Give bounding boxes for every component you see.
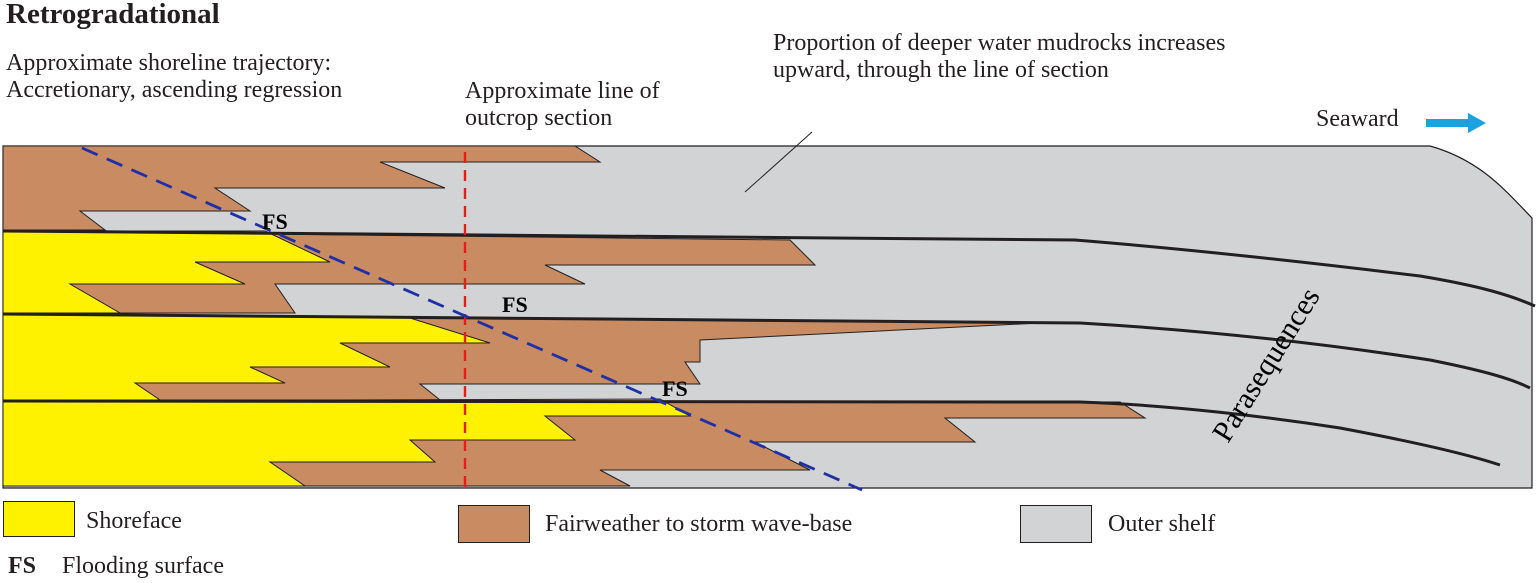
legend-label-outer-shelf: Outer shelf bbox=[1108, 511, 1216, 537]
legend-label-fairweather: Fairweather to storm wave-base bbox=[545, 511, 853, 537]
fs-label-3: FS bbox=[662, 376, 688, 401]
fs-label-1: FS bbox=[262, 209, 288, 234]
shoreline-trajectory-note: Approximate shoreline trajectory: Accret… bbox=[6, 50, 343, 103]
seaward-arrow-icon bbox=[1426, 113, 1486, 133]
seaward-label: Seaward bbox=[1316, 106, 1399, 132]
parasequence-boundary-3 bbox=[2, 399, 1501, 467]
shoreline-trajectory-line bbox=[81, 146, 863, 492]
fs-label-2: FS bbox=[502, 292, 528, 317]
mudrock-leader-line bbox=[744, 131, 813, 193]
mudrock-proportion-note: Proportion of deeper water mudrocks incr… bbox=[773, 30, 1226, 83]
outcrop-section-note: Approximate line of outcrop section bbox=[465, 78, 660, 131]
legend-fs-description: Flooding surface bbox=[62, 553, 224, 579]
legend-swatch-fairweather bbox=[458, 505, 530, 543]
fairweather-tongue-upper bbox=[2, 145, 602, 231]
diagram-title: Retrogradational bbox=[6, 0, 220, 30]
parasequence-boundary-1 bbox=[2, 229, 1536, 308]
parasequence-boundary-2 bbox=[2, 312, 1531, 390]
legend-swatch-outer-shelf bbox=[1020, 505, 1092, 543]
legend-swatch-shoreface bbox=[3, 501, 75, 537]
legend-label-shoreface: Shoreface bbox=[86, 508, 182, 534]
legend-fs-key: FS bbox=[8, 553, 37, 579]
